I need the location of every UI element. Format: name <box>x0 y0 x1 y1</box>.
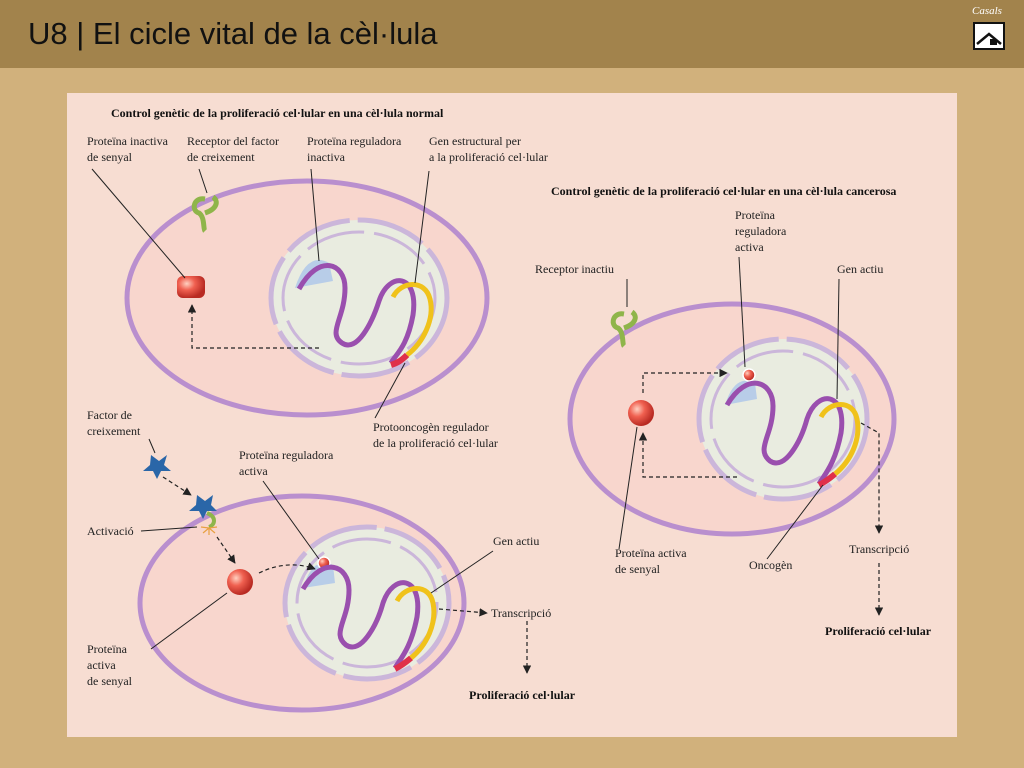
brand-name: Casals <box>972 5 1002 17</box>
normal-structural-gene <box>390 282 434 357</box>
slide-header: U8 | El cicle vital de la cèl·lula Casal… <box>0 0 1024 68</box>
slide-title: U8 | El cicle vital de la cèl·lula <box>28 16 438 51</box>
label-structural-gene-1: Gen estructural per <box>429 134 521 148</box>
normal-protooncogene <box>390 352 410 368</box>
cancer-active-regulatory-protein <box>742 368 756 382</box>
label-oncogene: Oncogèn <box>749 558 792 572</box>
activated-active-gene <box>394 586 437 660</box>
label-inactive-signal-protein-2: de senyal <box>87 150 133 164</box>
activation-burst-icon <box>200 526 218 535</box>
cancer-oncogene <box>817 471 837 488</box>
label-cancer-regulatory-protein-1: Proteïna <box>735 208 776 222</box>
label-proliferation-normal: Proliferació cel·lular <box>469 688 576 702</box>
cancer-cell-nucleus <box>699 339 867 499</box>
label-growth-factor-receptor-1: Receptor del factor <box>187 134 279 148</box>
label-cancer-active-gene: Gen actiu <box>837 262 883 276</box>
cancer-cell-heading: Control genètic de la proliferació cel·l… <box>551 184 896 198</box>
activated-receptor <box>189 495 217 529</box>
label-growth-factor-1: Factor de <box>87 408 132 422</box>
label-activation: Activació <box>87 524 134 538</box>
casals-logo-icon <box>973 22 1005 50</box>
activated-signal-protein <box>227 569 253 595</box>
label-growth-factor-2: creixement <box>87 424 141 438</box>
label-active-regulatory-protein-2: activa <box>239 464 268 478</box>
label-proliferation-cancer: Proliferació cel·lular <box>825 624 932 638</box>
cancer-active-signal-protein <box>628 400 654 426</box>
label-structural-gene-2: a la proliferació cel·lular <box>429 150 548 164</box>
label-protooncogene-2: de la proliferació cel·lular <box>373 436 498 450</box>
label-transcription-normal: Transcripció <box>491 606 551 620</box>
label-active-signal-protein-1: Proteïna <box>87 642 128 656</box>
normal-cell-nucleus <box>271 220 447 376</box>
activated-dna <box>300 564 421 670</box>
label-active-gene-normal: Gen actiu <box>493 534 539 548</box>
diagram-panel: Control genètic de la proliferació cel·l… <box>67 93 957 737</box>
label-cancer-regulatory-protein-3: activa <box>735 240 764 254</box>
label-cancer-regulatory-protein-2: reguladora <box>735 224 787 238</box>
normal-dna <box>296 263 417 365</box>
label-cancer-signal-protein-2: de senyal <box>615 562 661 576</box>
label-protooncogene-1: Protooncogèn regulador <box>373 420 489 434</box>
label-active-regulatory-protein-1: Proteïna reguladora <box>239 448 334 462</box>
label-growth-factor-receptor-2: de creixement <box>187 150 255 164</box>
normal-nuclear-envelope <box>268 217 450 379</box>
label-transcription-cancer: Transcripció <box>849 542 909 556</box>
normal-cell-heading: Control genètic de la proliferació cel·l… <box>111 106 444 120</box>
label-active-signal-protein-3: de senyal <box>87 674 133 688</box>
cell-cycle-diagram: Control genètic de la proliferació cel·l… <box>87 106 932 713</box>
activated-nuclear-envelope <box>282 524 452 682</box>
label-inactive-regulatory-protein-2: inactiva <box>307 150 346 164</box>
label-inactive-receptor: Receptor inactiu <box>535 262 614 276</box>
growth-factor-icon <box>143 455 171 479</box>
cancer-active-gene <box>818 402 861 476</box>
cancer-dna <box>724 380 845 486</box>
normal-inactive-signal-protein <box>177 276 205 298</box>
label-cancer-signal-protein-1: Proteïna activa <box>615 546 687 560</box>
label-active-signal-protein-2: activa <box>87 658 116 672</box>
cancer-inactive-receptor <box>610 309 638 348</box>
cancer-nuclear-envelope <box>696 336 870 502</box>
normal-inactive-receptor <box>191 194 219 233</box>
label-inactive-signal-protein-1: Proteïna inactiva <box>87 134 169 148</box>
label-inactive-regulatory-protein-1: Proteïna reguladora <box>307 134 402 148</box>
